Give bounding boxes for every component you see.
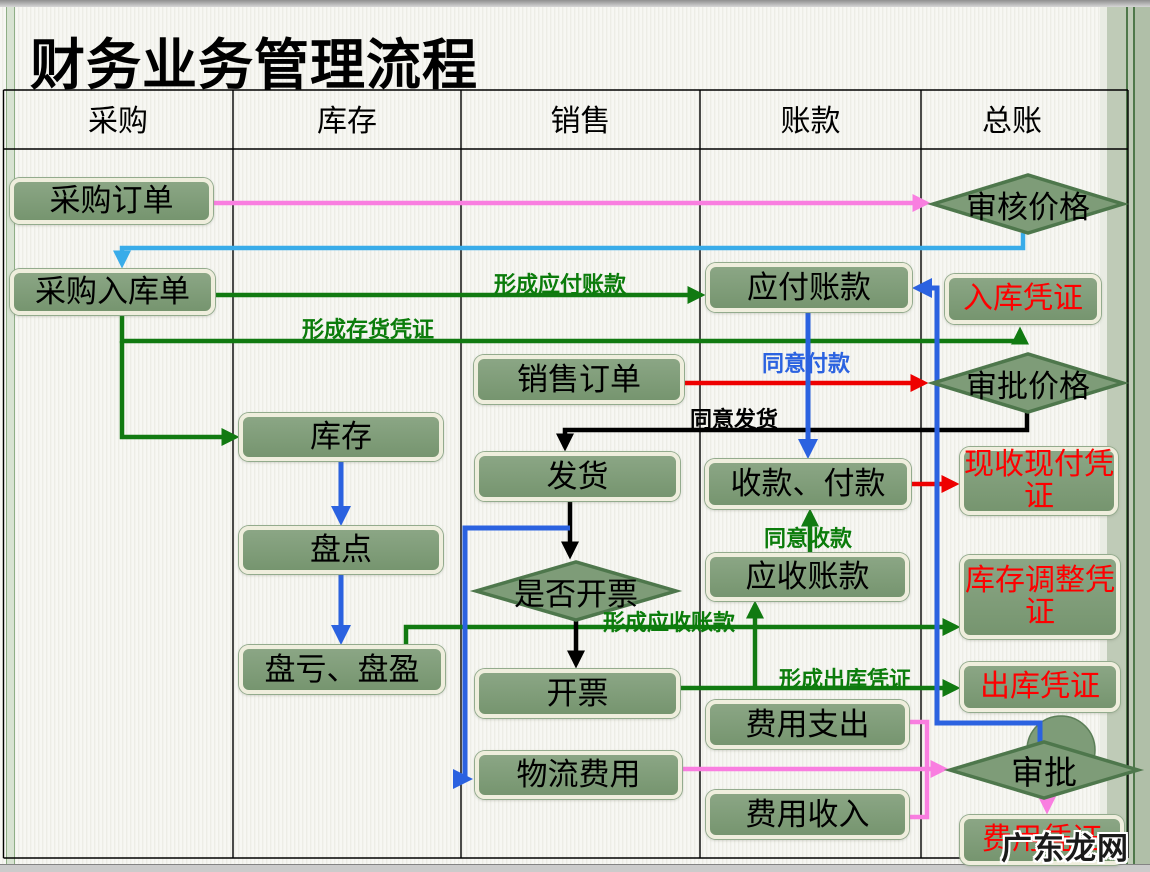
node-invoicing: 开票 [475, 669, 680, 718]
edge-label-agree-shipping: 同意发货 [689, 407, 778, 432]
lane-header-inventory: 库存 [317, 105, 377, 138]
diamonds [469, 173, 1145, 800]
review-price-diamond [927, 173, 1129, 235]
node-expense-voucher: 费用凭证 [960, 815, 1124, 865]
red-connectors [682, 374, 960, 493]
right-strip-line-1 [1126, 7, 1128, 864]
node-outbound-voucher: 出库凭证 [960, 662, 1120, 712]
node-accounts-payable: 应付账款 [706, 263, 912, 312]
node-sales-order: 销售订单 [474, 355, 684, 404]
swimlane-grid [2, 89, 1129, 859]
right-decor-strip [1100, 7, 1150, 864]
node-inbound-voucher: 入库凭证 [945, 274, 1101, 324]
approve-price-diamond [927, 352, 1129, 414]
cyan-connectors [113, 233, 1026, 269]
invoice-decision-label: 是否开票 [514, 576, 638, 612]
node-shipping: 发货 [475, 452, 680, 501]
bottom-window-bar [0, 864, 1150, 872]
node-purchase-inbound: 采购入库单 [10, 269, 215, 315]
node-expense-payout: 费用支出 [706, 700, 909, 749]
node-logistics-expense: 物流费用 [475, 751, 682, 799]
node-cash-receipt-payment-voucher: 现收现付凭证 [960, 447, 1118, 515]
approve-price-label: 审批价格 [966, 368, 1090, 404]
node-purchase-order: 采购订单 [10, 178, 213, 224]
node-inventory: 库存 [239, 413, 443, 461]
approval-diamond [943, 740, 1145, 800]
review-price-label: 审核价格 [966, 189, 1090, 225]
node-receipt-payment: 收款、付款 [705, 459, 911, 509]
left-decor-stripe [6, 7, 15, 864]
lane-header-general-ledger: 总账 [982, 105, 1042, 138]
top-window-bar [0, 0, 1150, 7]
right-strip-gap [1100, 7, 1107, 864]
node-inventory-profit-loss: 盘亏、盘盈 [239, 645, 445, 694]
lane-header-procurement: 采购 [88, 105, 148, 138]
lane-header-sales: 销售 [550, 105, 611, 138]
node-stocktaking: 盘点 [239, 526, 443, 574]
node-accounts-receivable: 应收账款 [706, 553, 909, 601]
node-expense-income: 费用收入 [706, 790, 909, 839]
node-inventory-adjust-voucher: 库存调整凭证 [960, 555, 1120, 639]
watermark: 广东龙网 [1001, 831, 1129, 867]
green-connectors [119, 286, 1029, 697]
pink-connectors [213, 194, 1056, 820]
invoice-decision-diamond [469, 560, 683, 622]
edge-label-agree-payment: 同意付款 [761, 351, 850, 376]
edge-label-form-stock-voucher: 形成存货凭证 [301, 317, 434, 342]
right-strip-dark [1135, 7, 1150, 864]
edge-label-form-receivable: 形成应收账款 [602, 610, 735, 635]
edge-label-form-outbound-voucher: 形成出库凭证 [778, 667, 911, 692]
blue-connectors [331, 278, 1043, 789]
approval-label: 审批 [1011, 756, 1077, 792]
edge-label-agree-receipt: 同意收款 [763, 526, 852, 551]
lane-header-accounts: 账款 [780, 105, 841, 138]
edge-label-form-payable: 形成应付账款 [493, 272, 626, 297]
right-strip-line-2 [1133, 7, 1135, 864]
